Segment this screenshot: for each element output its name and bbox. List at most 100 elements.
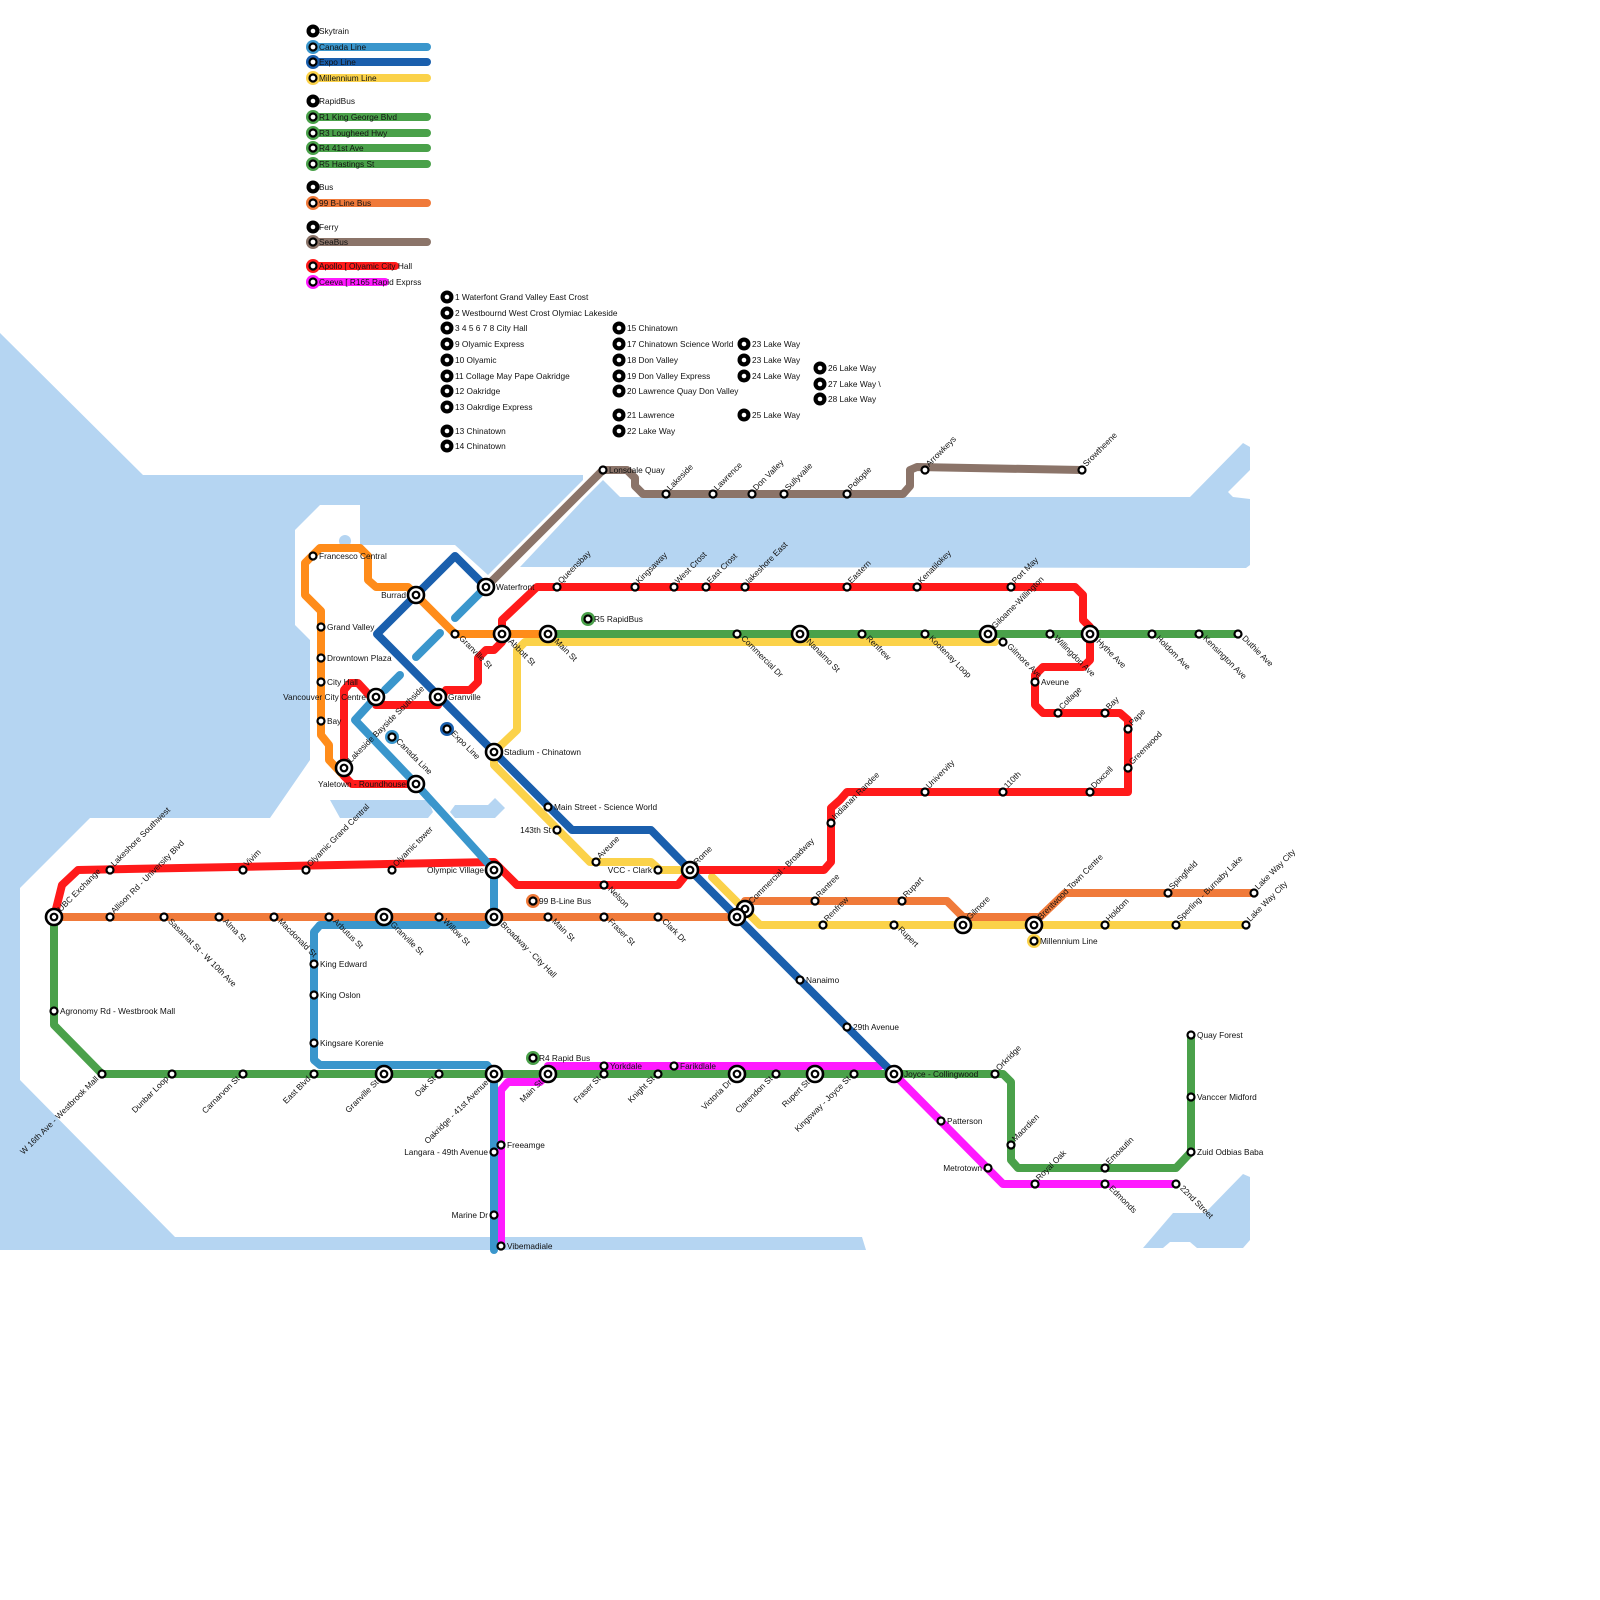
route-item[interactable]: 24 Lake Way: [737, 369, 801, 383]
station[interactable]: Main Street - Science World: [543, 802, 658, 812]
station[interactable]: Waterfront: [476, 577, 535, 597]
station-label: Arrowkeys: [924, 434, 958, 468]
station[interactable]: 29th Avenue: [842, 1022, 900, 1032]
route-item[interactable]: 22 Lake Way: [612, 424, 676, 438]
station[interactable]: Granville: [428, 687, 481, 707]
station[interactable]: 99 B-Line Bus: [526, 894, 591, 908]
station[interactable]: Orkridge: [990, 1043, 1024, 1079]
route-item[interactable]: 12 Oakridge: [440, 384, 501, 398]
station[interactable]: Expo Line: [440, 722, 483, 762]
station-icon: [1100, 708, 1110, 718]
station[interactable]: Metrotown: [943, 1163, 993, 1173]
station[interactable]: Patterson: [936, 1116, 983, 1126]
route-item[interactable]: 10 Olyamic: [440, 353, 497, 367]
station[interactable]: Joyce - Collingwood: [884, 1064, 979, 1084]
station-label: Sullyvaile: [783, 460, 815, 492]
bus-stop-icon-center: [817, 396, 823, 402]
route-item[interactable]: 18 Don Valley: [612, 353, 679, 367]
station[interactable]: Indianan Randee: [826, 769, 882, 828]
station[interactable]: R4 Rapid Bus: [526, 1051, 590, 1065]
route-item[interactable]: 1 Waterfont Grand Valley East Crost: [440, 290, 589, 304]
station[interactable]: Grand Valley: [316, 622, 376, 632]
route-item[interactable]: 17 Chinatown Science World: [612, 337, 734, 351]
station[interactable]: City Hall: [316, 677, 359, 687]
station-icon: [598, 465, 608, 475]
station[interactable]: Vibemadiale: [496, 1241, 553, 1251]
route-item[interactable]: 21 Lawrence: [612, 408, 675, 422]
station-icon: [779, 489, 789, 499]
station-label: Vancouver City Centre: [283, 692, 366, 702]
station[interactable]: King Oslon: [309, 990, 361, 1000]
bus-stop-icon-center: [616, 325, 622, 331]
station[interactable]: Vancouver City Centre: [283, 687, 386, 707]
interchange-icon-center: [1029, 920, 1039, 930]
route-item[interactable]: 11 Collage May Pape Oakridge: [440, 369, 571, 383]
station[interactable]: Burrad: [381, 585, 426, 605]
station[interactable]: Vanccer Midford: [1186, 1092, 1258, 1102]
station[interactable]: Lonsdale Quay: [598, 465, 666, 475]
station[interactable]: Bay: [316, 716, 343, 726]
route-item[interactable]: 27 Lake Way \: [813, 377, 882, 391]
route-item[interactable]: 26 Lake Way: [813, 361, 877, 375]
station[interactable]: Millennium Line: [1027, 934, 1098, 948]
route-item[interactable]: 9 Olyamic Express: [440, 337, 525, 351]
station[interactable]: VCC - Clark: [608, 865, 663, 875]
interchange-icon-center: [339, 763, 349, 773]
station[interactable]: Freeamge: [496, 1140, 546, 1150]
bus-stop-icon-center: [817, 365, 823, 371]
station-icon: [1194, 629, 1204, 639]
bus-stop-icon-center: [444, 341, 450, 347]
station-icon: [269, 912, 279, 922]
station[interactable]: Aveune: [1030, 677, 1070, 687]
station[interactable]: Kingsare Korenie: [309, 1038, 385, 1048]
station[interactable]: Zuid Odbias Baba: [1186, 1147, 1264, 1157]
route-item[interactable]: 13 Chinatown: [440, 424, 507, 438]
bus-stop-icon-center: [616, 412, 622, 418]
station[interactable]: King Edward: [309, 959, 368, 969]
route-item[interactable]: 19 Don Valley Express: [612, 369, 711, 383]
route-label: 19 Don Valley Express: [627, 371, 710, 381]
ceeva-line-east: [890, 1070, 1180, 1188]
bus-stop-icon-center: [444, 294, 450, 300]
station[interactable]: Lake Way City: [1241, 878, 1290, 930]
station[interactable]: Quay Forest: [1186, 1030, 1244, 1040]
route-item[interactable]: 2 Westbournd West Crost Olymiac Lakeside: [440, 306, 618, 320]
legend-label: SeaBus: [319, 237, 348, 247]
harbour-water: [520, 443, 1250, 568]
station[interactable]: Canada Line: [385, 730, 435, 777]
station[interactable]: Srowtheene: [1077, 430, 1120, 475]
route-item[interactable]: 25 Lake Way: [737, 408, 801, 422]
route-item[interactable]: 23 Lake Way: [737, 337, 801, 351]
route-item[interactable]: 28 Lake Way: [813, 392, 877, 406]
station[interactable]: Yaletown - Roundhouse: [318, 774, 426, 794]
route-item[interactable]: 20 Lawrence Quay Don Valley: [612, 384, 740, 398]
station[interactable]: Langara - 49th Avenue: [404, 1147, 499, 1157]
station[interactable]: Gilmore Ave: [998, 637, 1045, 681]
route-label: 14 Chinatown: [455, 441, 506, 451]
station[interactable]: Marine Dr: [452, 1210, 499, 1220]
station[interactable]: 143th St: [520, 825, 562, 835]
route-item[interactable]: 15 Chinatown: [612, 321, 679, 335]
interchange-icon-center: [411, 590, 421, 600]
route-item[interactable]: 14 Chinatown: [440, 439, 507, 453]
station[interactable]: [727, 907, 747, 927]
interchange-icon-center: [379, 1069, 389, 1079]
station[interactable]: Drowntown Plaza: [316, 653, 392, 663]
station-label: R4 Rapid Bus: [539, 1053, 590, 1063]
station[interactable]: Farikdlale: [669, 1061, 717, 1071]
station[interactable]: Olympic Village: [427, 860, 504, 880]
legend-item: R5 Hastings St: [306, 157, 431, 171]
route-item[interactable]: 13 Oakrdige Express: [440, 400, 533, 414]
station[interactable]: Stadium - Chinatown: [484, 742, 581, 762]
station[interactable]: Nanaimo: [795, 975, 840, 985]
station-icon: [308, 128, 318, 138]
route-list: 1 Waterfont Grand Valley East Crost 2 Wes…: [440, 290, 882, 453]
station[interactable]: R5 RapidBus: [581, 612, 643, 626]
route-item[interactable]: 3 4 5 6 7 8 City Hall: [440, 321, 528, 335]
station[interactable]: Yorkdale: [599, 1061, 643, 1071]
route-item[interactable]: 23 Lake Way: [737, 353, 801, 367]
station[interactable]: Francesco Central: [308, 551, 387, 561]
station[interactable]: Pape: [1123, 706, 1148, 734]
station[interactable]: Agronomy Rd - Westbrook Mall: [49, 1006, 176, 1016]
station[interactable]: Duthie Ave: [1233, 629, 1276, 669]
